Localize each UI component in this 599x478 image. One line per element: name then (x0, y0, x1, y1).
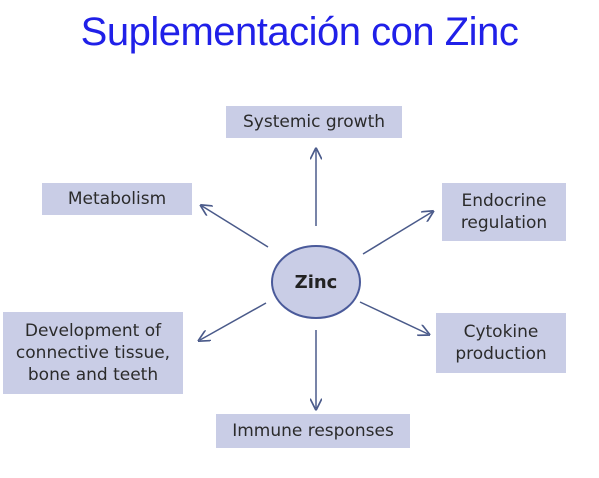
node-metabolism: Metabolism (42, 183, 192, 215)
arrow-to-metabolism (202, 206, 269, 248)
slide-title: Suplementación con Zinc (80, 10, 519, 54)
arrow-to-connective (200, 302, 267, 340)
zinc-ellipse (271, 245, 361, 319)
arrow-to-endocrine (362, 212, 432, 255)
node-endocrine-regulation: Endocrine regulation (442, 183, 566, 241)
node-cytokine-production: Cytokine production (436, 313, 566, 373)
zinc-center-label: Zinc (294, 271, 338, 293)
node-systemic-growth: Systemic growth (226, 106, 402, 138)
node-connective-tissue: Development of connective tissue, bone a… (3, 312, 183, 394)
arrow-to-cytokine (359, 301, 428, 334)
node-immune-responses: Immune responses (216, 414, 410, 448)
